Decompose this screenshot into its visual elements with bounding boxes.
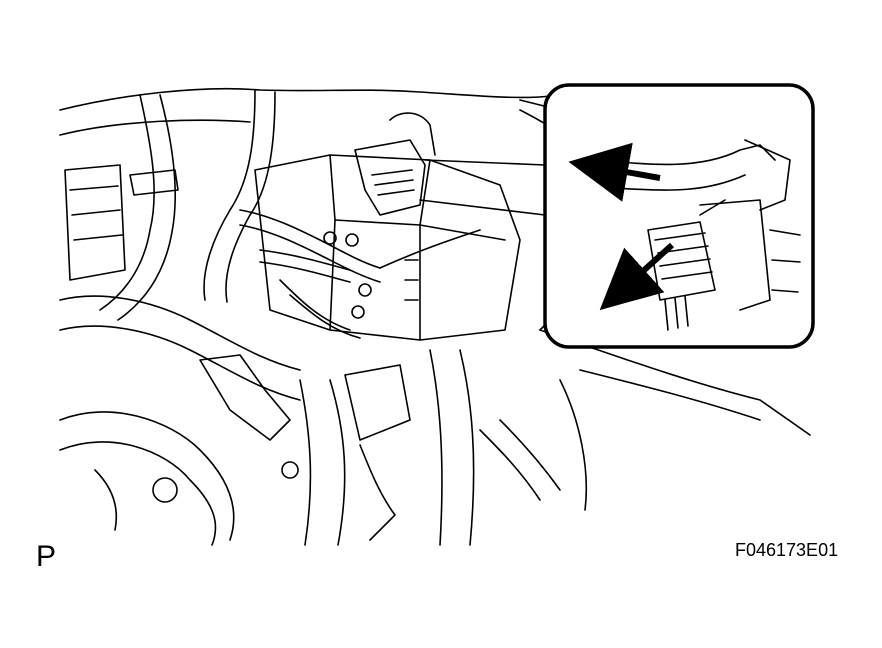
inset-frame: [543, 83, 815, 349]
corner-mark-label: P: [36, 540, 57, 573]
figure-code-label: F046173E01: [735, 540, 839, 560]
connector-detail-inset: [543, 83, 815, 349]
push-lock-arrow: [568, 142, 661, 202]
pull-connector-arrow: [599, 242, 675, 311]
engine-bay-linework: [59, 87, 811, 546]
